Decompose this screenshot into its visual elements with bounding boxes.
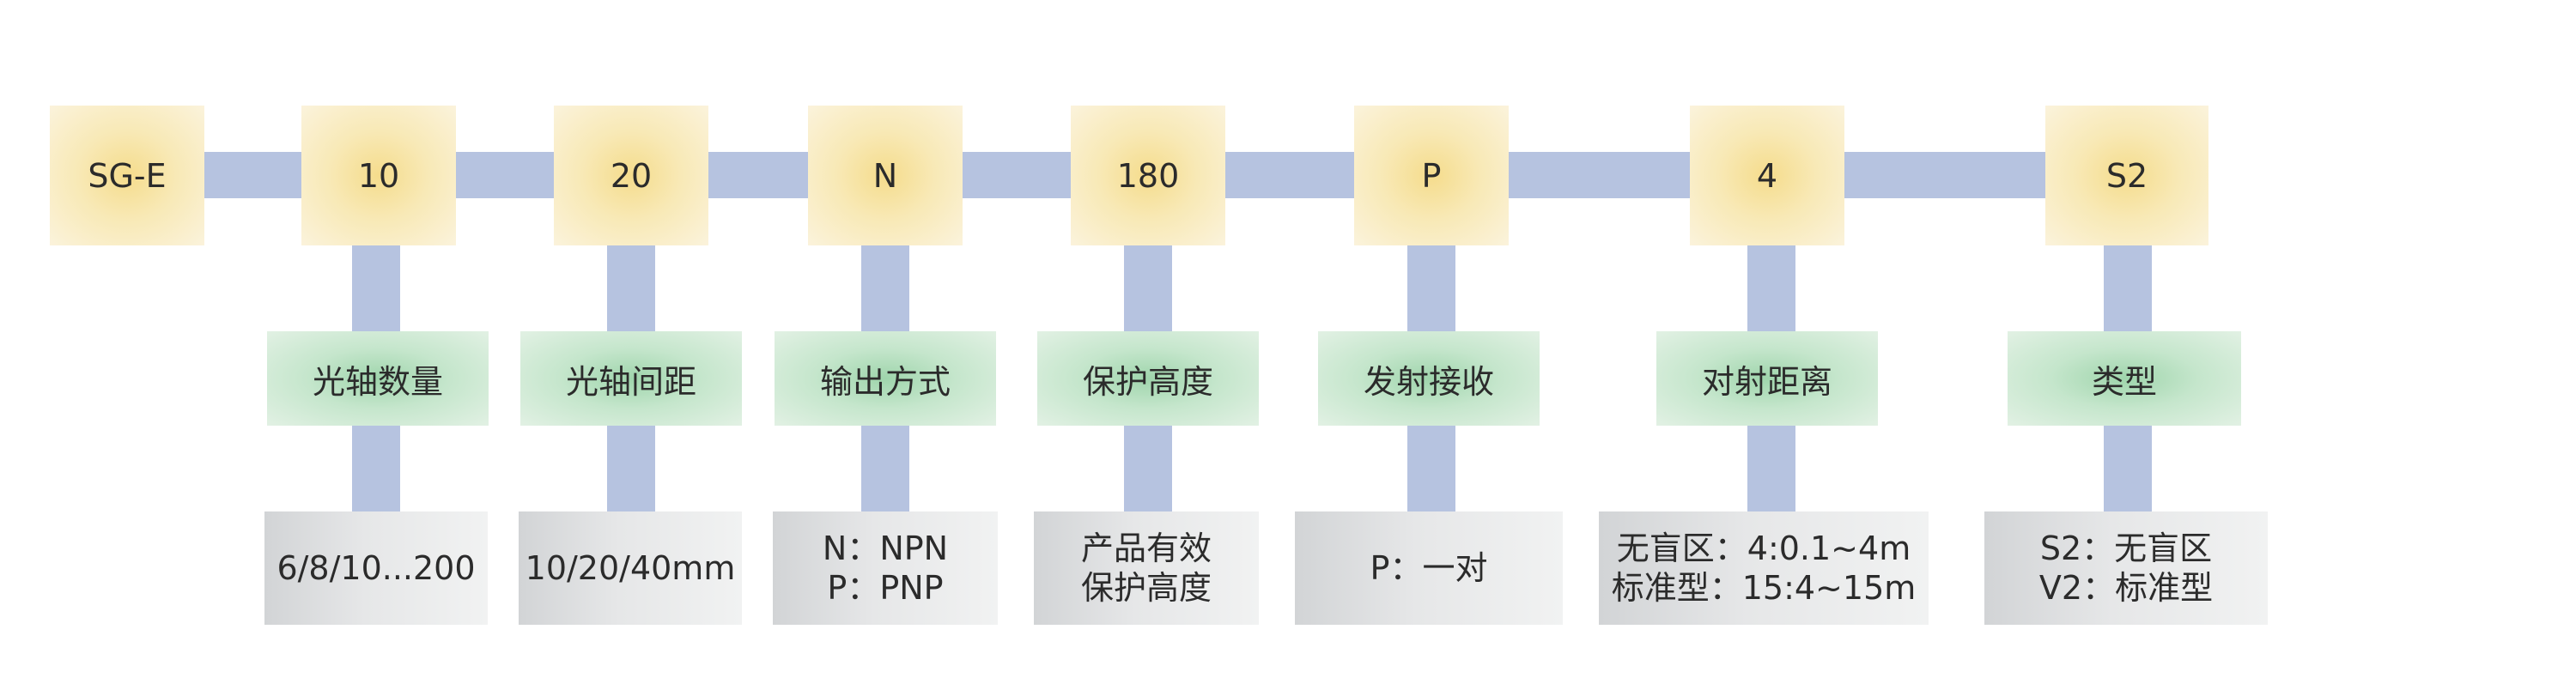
desc-axis-spacing: 10/20/40mm — [519, 511, 742, 625]
desc-line: P：一对 — [1370, 549, 1488, 587]
desc-emit-receive: P：一对 — [1295, 511, 1563, 625]
code-box-protection-height: 180 — [1071, 106, 1225, 245]
label-distance: 对射距离 — [1656, 331, 1878, 426]
desc-output-mode: N：NPN P：PNP — [773, 511, 998, 625]
label-emit-receive: 发射接收 — [1318, 331, 1540, 426]
desc-line: P：PNP — [827, 569, 944, 607]
label-type: 类型 — [2008, 331, 2241, 426]
label-axis-count: 光轴数量 — [267, 331, 489, 426]
code-box-distance: 4 — [1690, 106, 1844, 245]
code-box-output-mode: N — [808, 106, 963, 245]
label-output-mode: 输出方式 — [775, 331, 996, 426]
desc-line: S2：无盲区 — [2039, 530, 2213, 567]
code-box-type: S2 — [2045, 106, 2208, 245]
desc-type: S2：无盲区 V2：标准型 — [1984, 511, 2268, 625]
code-box-axis-count: 10 — [301, 106, 456, 245]
desc-line: N：NPN — [822, 530, 949, 567]
desc-line: 无盲区：4:0.1~4m — [1616, 530, 1911, 567]
code-box-series: SG-E — [50, 106, 204, 245]
desc-line: 保护高度 — [1080, 569, 1212, 607]
desc-line: 标准型：15:4~15m — [1611, 569, 1917, 607]
label-axis-spacing: 光轴间距 — [520, 331, 742, 426]
desc-line: V2：标准型 — [2038, 569, 2214, 607]
desc-line: 6/8/10...200 — [276, 549, 476, 587]
label-protection-height: 保护高度 — [1037, 331, 1259, 426]
desc-line: 10/20/40mm — [525, 549, 736, 587]
code-box-axis-spacing: 20 — [554, 106, 708, 245]
desc-line: 产品有效 — [1080, 530, 1212, 567]
desc-axis-count: 6/8/10...200 — [264, 511, 488, 625]
code-box-emit-receive: P — [1354, 106, 1509, 245]
desc-protection-height: 产品有效 保护高度 — [1034, 511, 1259, 625]
desc-distance: 无盲区：4:0.1~4m 标准型：15:4~15m — [1599, 511, 1929, 625]
